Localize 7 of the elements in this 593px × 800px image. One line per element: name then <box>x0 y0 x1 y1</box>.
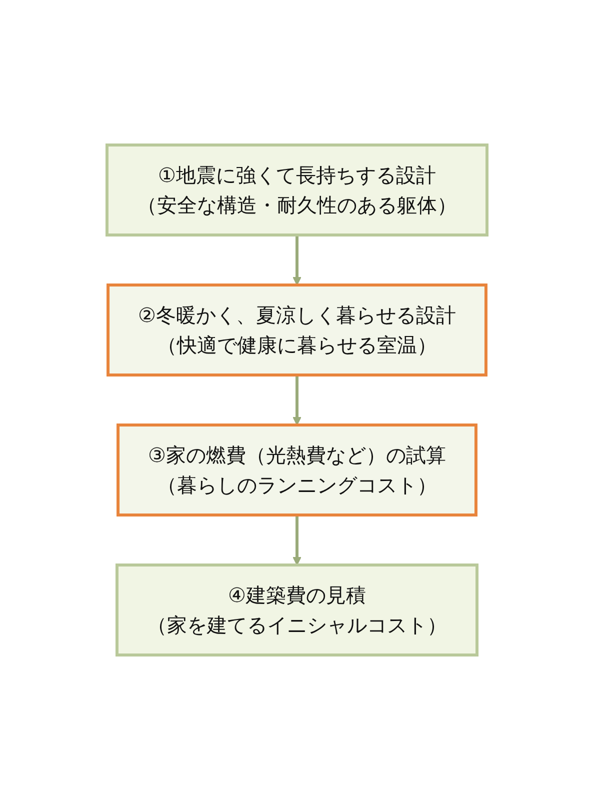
node-box: ②冬暖かく、夏涼しく暮らせる設計 （快適で健康に暮らせる室温） <box>106 284 487 376</box>
arrow <box>292 515 301 566</box>
node-box: ④建築費の見積 （家を建てるイニシャルコスト） <box>115 564 478 656</box>
arrow <box>292 375 301 426</box>
node-box: ③家の燃費（光熱費など）の試算 （暮らしのランニングコスト） <box>116 424 477 516</box>
node-box: ①地震に強くて長持ちする設計 （安全な構造・耐久性のある躯体） <box>105 144 488 236</box>
arrow <box>292 235 301 286</box>
